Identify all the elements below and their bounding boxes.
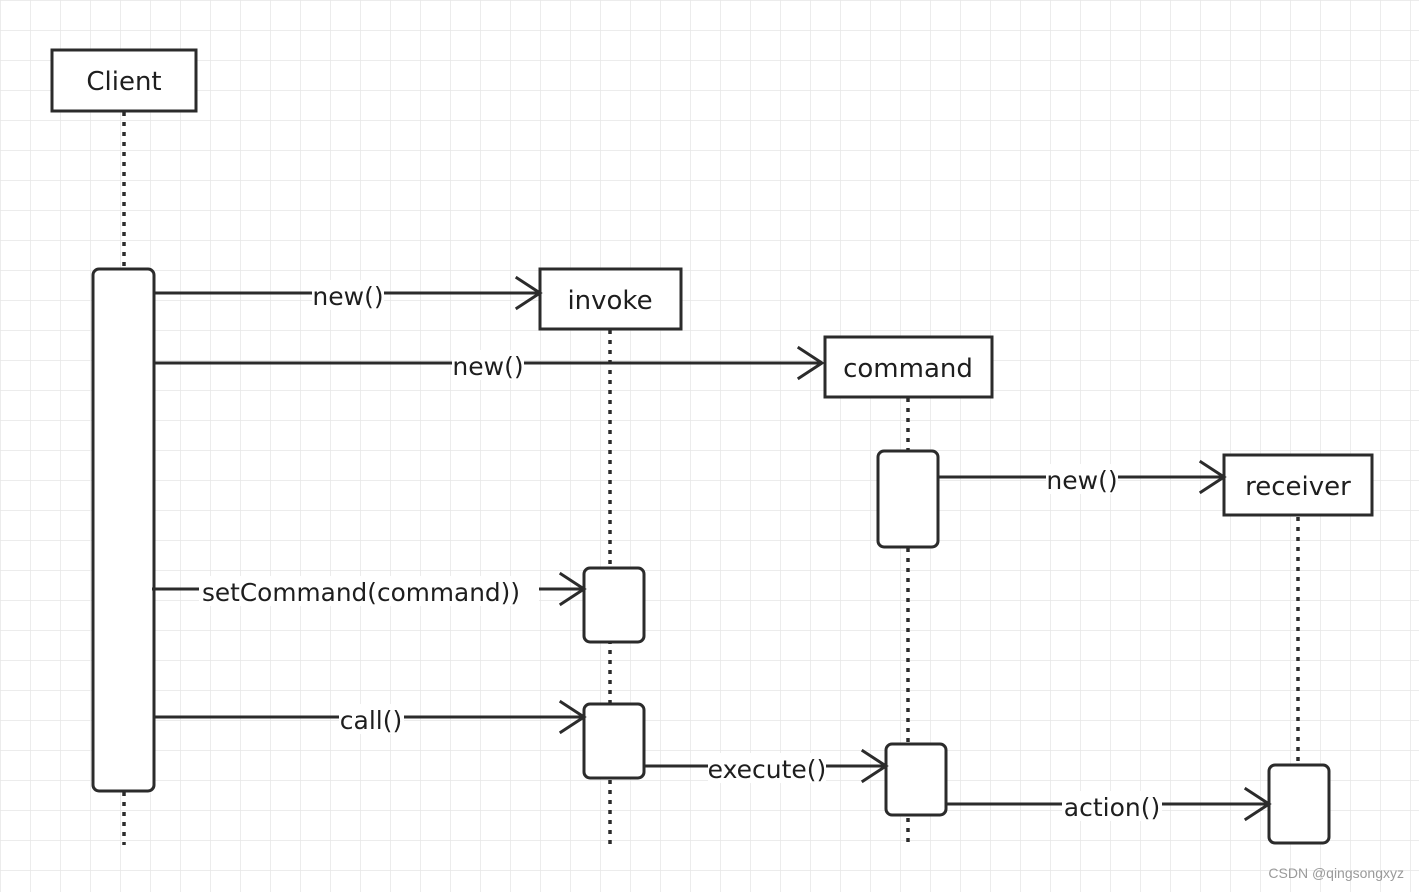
- command-object-label: command: [843, 354, 973, 384]
- watermark: CSDN @qingsongxyz: [1268, 865, 1404, 881]
- message-call-label: call(): [340, 706, 402, 735]
- client-object-label: Client: [86, 67, 161, 97]
- message-execute-label: execute(): [708, 755, 827, 784]
- invoke-activation-1: [582, 566, 646, 644]
- message-new-command: new(): [154, 345, 825, 381]
- message-new-invoke-label: new(): [312, 282, 383, 311]
- command-activation-1: [876, 449, 940, 549]
- receiver-object: receiver: [1222, 453, 1374, 517]
- message-new-receiver-label: new(): [1046, 466, 1117, 495]
- message-call: call(): [154, 699, 587, 735]
- message-execute: execute(): [644, 748, 889, 784]
- message-new-invoke: new(): [154, 275, 543, 311]
- message-set-command: setCommand(command)): [152, 571, 587, 607]
- message-action-label: action(): [1064, 793, 1160, 822]
- invoke-object-label: invoke: [567, 286, 652, 316]
- message-new-receiver: new(): [938, 459, 1227, 495]
- client-object: Client: [50, 48, 198, 113]
- invoke-object: invoke: [538, 267, 683, 331]
- message-set-command-label: setCommand(command)): [202, 578, 520, 607]
- command-object: command: [823, 335, 994, 399]
- message-action: action(): [946, 786, 1272, 822]
- message-new-command-label: new(): [452, 352, 523, 381]
- invoke-activation-2: [582, 702, 646, 780]
- receiver-activation: [1267, 763, 1331, 845]
- command-activation-2: [884, 742, 948, 817]
- client-activation: [91, 267, 156, 793]
- receiver-object-label: receiver: [1245, 472, 1351, 502]
